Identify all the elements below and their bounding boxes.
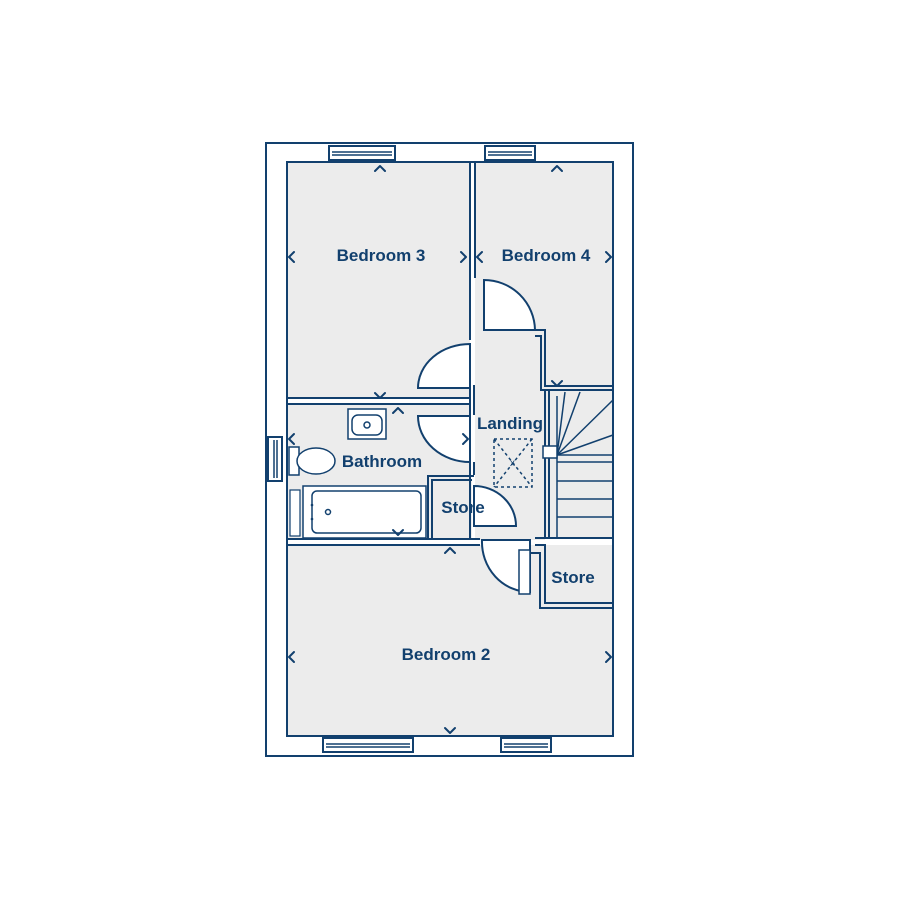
internal-walls	[286, 161, 614, 737]
label-bedroom4: Bedroom 4	[502, 246, 591, 265]
window-bedroom3	[328, 145, 396, 161]
label-bedroom2: Bedroom 2	[402, 645, 491, 664]
bath	[289, 485, 427, 539]
bedroom2-floor	[287, 545, 613, 736]
staircase	[542, 391, 614, 538]
label-store-stairs: Store	[551, 568, 594, 587]
loft-hatch: x	[493, 438, 533, 488]
door-bedroom3	[416, 342, 471, 389]
room-labels: Bedroom 3 Bedroom 4 Landing Bathroom Sto…	[337, 246, 595, 664]
window-bedroom2-right	[500, 737, 552, 753]
toilet	[288, 446, 336, 476]
label-store-landing: Store	[441, 498, 484, 517]
door-store-landing	[473, 484, 518, 527]
window-bedroom4	[484, 145, 536, 161]
stair-floor	[545, 390, 613, 538]
loft-hatch-mark: x	[510, 458, 515, 469]
label-landing: Landing	[477, 414, 543, 433]
label-bedroom3: Bedroom 3	[337, 246, 426, 265]
basin	[347, 408, 387, 440]
door-bedroom4	[483, 278, 537, 331]
label-bathroom: Bathroom	[342, 452, 422, 471]
window-bedroom2-left	[322, 737, 414, 753]
windows	[267, 145, 552, 753]
store-landing-floor	[432, 480, 472, 538]
window-bathroom	[267, 436, 283, 482]
doors	[416, 278, 537, 595]
dimension-arrows	[288, 165, 612, 734]
bathroom-fittings	[288, 408, 427, 539]
door-bathroom	[416, 415, 471, 464]
